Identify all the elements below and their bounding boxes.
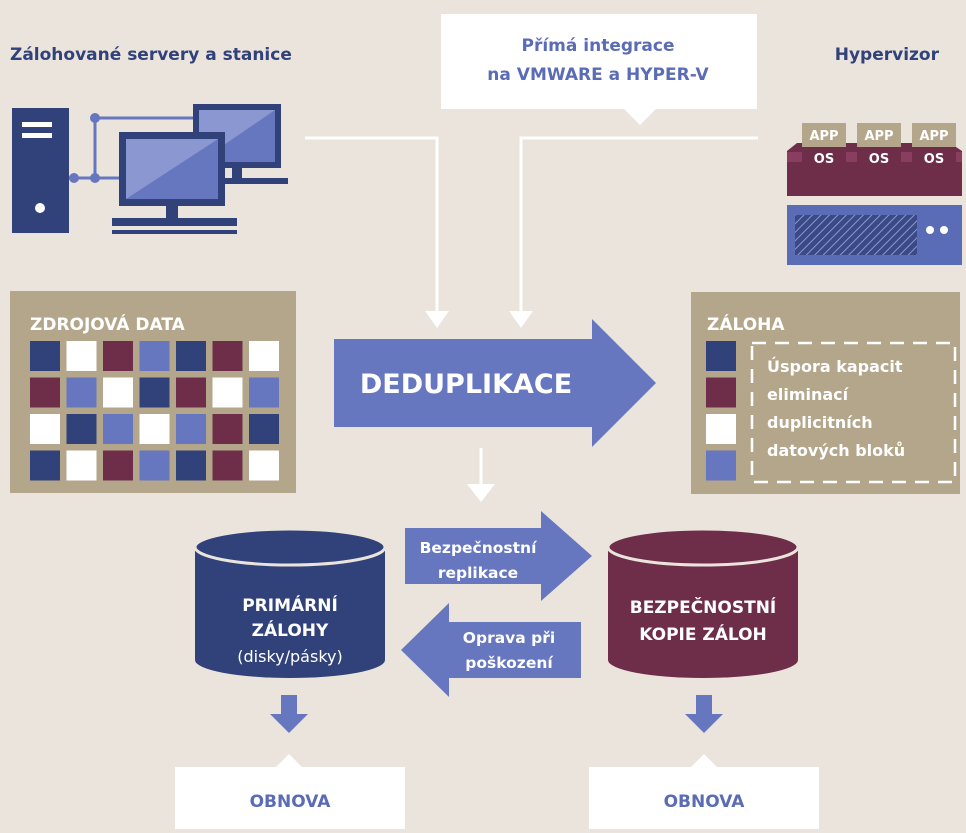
replication-line2: replikace: [438, 564, 518, 582]
data-block-white: [66, 341, 97, 371]
replication-arrow: Bezpečnostní replikace: [405, 511, 592, 601]
restore-arrow-right-icon: [685, 695, 723, 733]
primary-backups-cylinder: PRIMÁRNÍ ZÁLOHY (disky/pásky): [193, 527, 387, 678]
security-copies-cylinder: BEZPEČNOSTNÍ KOPIE ZÁLOH: [606, 527, 800, 678]
repair-line2: poškození: [465, 654, 553, 672]
data-block-blue: [139, 450, 170, 481]
unique-block-wine: [706, 377, 736, 408]
data-block-navy: [30, 341, 60, 371]
data-block-navy: [66, 414, 97, 444]
integration-line1: Přímá integrace: [522, 36, 675, 56]
savings-dashed-box: [750, 341, 957, 484]
backup-blocks: [706, 341, 736, 481]
secondary-line2: KOPIE ZÁLOH: [639, 623, 767, 645]
data-block-navy: [249, 414, 279, 444]
data-block-white: [249, 341, 279, 371]
data-block-white: [103, 377, 133, 408]
data-block-blue: [176, 414, 206, 444]
backup-title: ZÁLOHA: [707, 313, 785, 335]
vm-box-1: APP OS: [802, 123, 846, 169]
deduplication-label: DEDUPLIKACE: [360, 369, 572, 400]
savings-line3: duplicitních: [767, 413, 873, 432]
integration-line2: na VMWARE a HYPER-V: [487, 65, 709, 85]
data-block-wine: [103, 450, 133, 481]
data-block-wine: [212, 450, 243, 481]
unique-block-navy: [706, 341, 736, 371]
data-block-wine: [30, 377, 60, 408]
data-block-wine: [103, 341, 133, 371]
backup-panel: ZÁLOHA Úspora kapacit eliminací duplicit…: [691, 292, 960, 494]
vm-box-3: APP OS: [912, 123, 956, 169]
data-block-white: [139, 414, 170, 444]
restore-left-label: OBNOVA: [250, 792, 332, 812]
data-block-white: [66, 450, 97, 481]
data-block-blue: [103, 414, 133, 444]
deduplication-arrow: DEDUPLIKACE: [334, 319, 656, 447]
data-block-navy: [139, 377, 170, 408]
data-block-blue: [66, 377, 97, 408]
data-block-white: [249, 450, 279, 481]
vm-box-2: APP OS: [857, 123, 901, 169]
data-block-white: [212, 377, 243, 408]
svg-text:OS: OS: [814, 152, 834, 167]
savings-line1: Úspora kapacit: [767, 357, 903, 376]
restore-box-right: OBNOVA: [589, 754, 819, 829]
primary-line3: (disky/pásky): [237, 647, 342, 666]
data-block-blue: [139, 341, 170, 371]
svg-text:APP: APP: [809, 129, 838, 144]
svg-text:APP: APP: [919, 129, 948, 144]
data-block-navy: [176, 341, 206, 371]
primary-line1: PRIMÁRNÍ: [242, 594, 338, 616]
arrowhead-right-icon: [509, 311, 533, 328]
svg-text:OS: OS: [869, 152, 889, 167]
servers-label: Zálohované servery a stanice: [10, 45, 292, 65]
svg-text:OS: OS: [924, 152, 944, 167]
hypervisor-illustration: APP OS APP OS APP OS: [787, 123, 962, 265]
replication-line1: Bezpečnostní: [420, 539, 537, 557]
arrowhead-left-icon: [425, 311, 449, 328]
integration-callout: Přímá integrace na VMWARE a HYPER-V: [441, 14, 757, 125]
data-block-navy: [176, 450, 206, 481]
servers-illustration: [12, 104, 288, 234]
data-block-white: [30, 414, 60, 444]
repair-arrow: Oprava při poškození: [401, 603, 581, 697]
source-data-grid: [30, 341, 279, 481]
savings-line4: datových bloků: [767, 441, 905, 460]
secondary-line1: BEZPEČNOSTNÍ: [630, 596, 777, 618]
unique-block-white: [706, 414, 736, 444]
data-block-wine: [176, 377, 206, 408]
hypervisor-label: Hypervizor: [835, 45, 940, 65]
svg-text:APP: APP: [864, 129, 893, 144]
repair-line1: Oprava při: [463, 629, 555, 647]
monitor-front-icon: [112, 132, 237, 234]
source-data-title: ZDROJOVÁ DATA: [30, 313, 186, 335]
restore-right-label: OBNOVA: [664, 792, 746, 812]
source-data-panel: ZDROJOVÁ DATA: [10, 291, 296, 493]
data-block-blue: [249, 377, 279, 408]
data-block-wine: [212, 414, 243, 444]
savings-line2: eliminací: [767, 385, 850, 404]
restore-arrow-left-icon: [270, 695, 308, 733]
callout-box: [441, 14, 757, 125]
input-connectors: [305, 136, 758, 312]
primary-line2: ZÁLOHY: [252, 619, 329, 641]
data-block-wine: [212, 341, 243, 371]
data-block-navy: [30, 450, 60, 481]
restore-box-left: OBNOVA: [175, 754, 405, 829]
dedup-down-arrow-icon: [467, 448, 495, 502]
unique-block-blue: [706, 450, 736, 481]
